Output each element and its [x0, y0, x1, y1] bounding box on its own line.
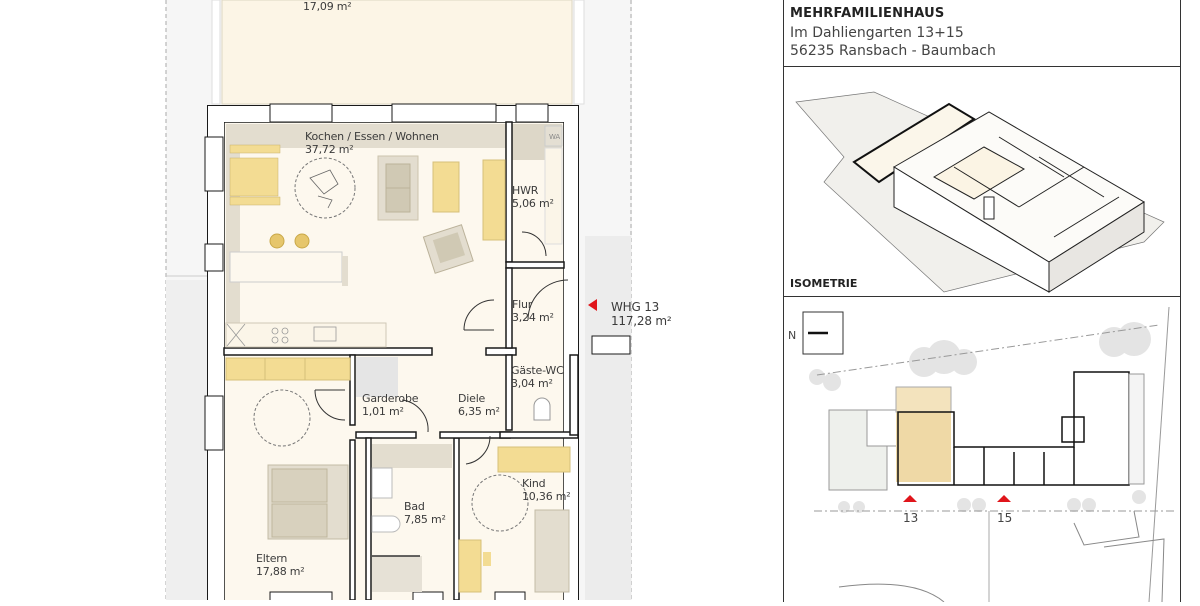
- room-area: 10,36 m²: [522, 490, 571, 503]
- room-name: Garderobe: [362, 392, 419, 405]
- room-name: Eltern: [256, 552, 288, 565]
- room-area: 6,35 m²: [458, 405, 500, 418]
- north-label: N: [788, 329, 797, 342]
- room-diele: Diele 6,35 m²: [458, 392, 500, 418]
- title-block: MEHRFAMILIENHAUS Im Dahliengarten 13+15 …: [784, 0, 1180, 67]
- room-area: 3,24 m²: [512, 311, 554, 324]
- entrance-13-label: 13: [903, 511, 919, 525]
- site-plan-drawing: [802, 306, 1174, 603]
- site-plan-section: N 13 15: [784, 297, 1180, 603]
- project-title: MEHRFAMILIENHAUS: [790, 6, 945, 21]
- room-name: Kochen / Essen / Wohnen: [305, 130, 439, 143]
- entrance-15-label: 15: [997, 511, 1013, 525]
- washing-machine-label: WA: [549, 133, 560, 141]
- unit-total-area: 117,28 m²: [611, 314, 672, 328]
- room-hwr: HWR 5,06 m²: [512, 184, 554, 210]
- isometric-label: ISOMETRIE: [790, 277, 858, 290]
- room-eltern: Eltern 17,88 m²: [256, 552, 305, 578]
- room-area: 17,88 m²: [256, 565, 305, 578]
- unit-label: WHG 13 117,28 m²: [611, 300, 672, 328]
- floor-plan: 17,09 m² Kochen / Essen / Wohnen 37,72 m…: [165, 0, 672, 600]
- floor-plan-drawing: [165, 0, 632, 600]
- room-kind: Kind 10,36 m²: [522, 477, 571, 503]
- room-gaeste-wc: Gäste-WC 3,04 m²: [511, 364, 564, 390]
- isometric-drawing: [795, 91, 1165, 293]
- room-bad: Bad 7,85 m²: [404, 500, 446, 526]
- dining-table: [229, 144, 281, 206]
- room-name: Flur: [512, 298, 533, 311]
- room-area: 37,72 m²: [305, 143, 354, 156]
- address-city: 56235 Ransbach - Baumbach: [790, 43, 996, 59]
- room-name: Gäste-WC: [511, 364, 564, 377]
- room-flur: Flur 3,24 m²: [512, 298, 554, 324]
- unit-name: WHG 13: [611, 300, 660, 314]
- room-name: HWR: [512, 184, 539, 197]
- room-kochen-essen-wohnen: Kochen / Essen / Wohnen 37,72 m²: [305, 130, 439, 156]
- room-garderobe: Garderobe 1,01 m²: [362, 392, 419, 418]
- address-street: Im Dahliengarten 13+15: [790, 25, 964, 41]
- room-terrasse: 17,09 m²: [303, 0, 352, 13]
- room-area: 1,01 m²: [362, 405, 404, 418]
- room-area: 3,04 m²: [511, 377, 553, 390]
- room-area: 17,09 m²: [303, 0, 352, 13]
- room-name: Bad: [404, 500, 425, 513]
- room-name: Kind: [522, 477, 546, 490]
- room-area: 7,85 m²: [404, 513, 446, 526]
- isometric-section: ISOMETRIE: [784, 67, 1180, 297]
- room-name: Diele: [458, 392, 486, 405]
- info-panel: MEHRFAMILIENHAUS Im Dahliengarten 13+15 …: [783, 0, 1181, 603]
- room-area: 5,06 m²: [512, 197, 554, 210]
